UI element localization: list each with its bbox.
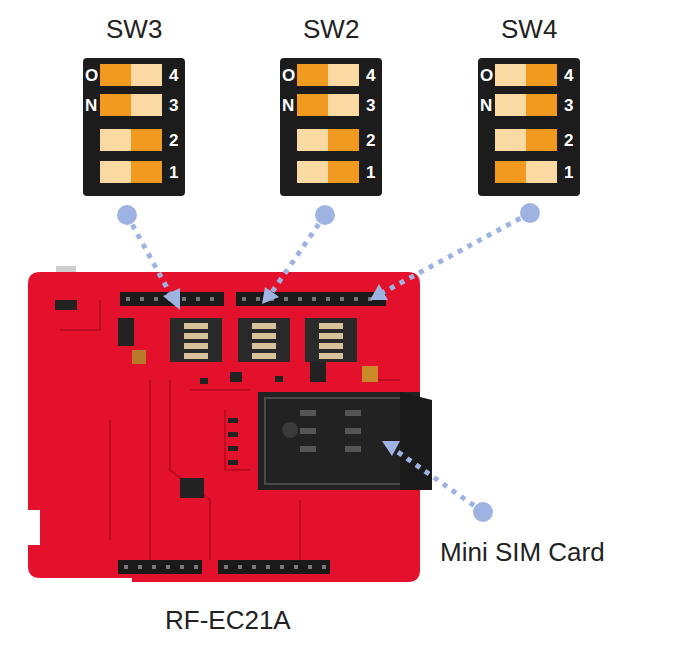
sim-holder [258,392,432,490]
position-number: 4 [169,67,178,84]
position-number: 1 [564,164,573,181]
position-number: 2 [366,132,375,149]
position-number: 1 [169,164,178,181]
position-number: 1 [366,164,375,181]
position-number: 2 [169,132,178,149]
switch-name: SW4 [501,16,557,42]
on-marking: N [282,97,294,114]
on-marking: N [480,97,492,114]
switch-name: SW2 [303,16,359,42]
dip-switch: SW4ON4321 [478,58,580,196]
switch-name: SW3 [106,16,162,42]
on-marking: O [480,67,493,84]
on-marking: O [282,67,295,84]
dip-switch [83,58,580,196]
position-number: 4 [366,67,375,84]
arrow-head [163,284,400,456]
position-number: 3 [564,97,573,114]
leader-dot [117,203,540,522]
board-name: RF-EC21A [165,607,291,633]
dip-switch: SW2ON4321 [280,58,382,196]
leader-line [127,213,530,512]
position-number: 4 [564,67,573,84]
position-number: 2 [564,132,573,149]
part-label: Mini SIM Card [440,539,605,565]
pcb-board [28,266,432,582]
dip-switch: SW3ON4321 [83,58,185,196]
position-number: 3 [366,97,375,114]
switch-toggle [100,64,557,183]
on-marking: N [85,97,97,114]
position-number: 3 [169,97,178,114]
on-marking: O [85,67,98,84]
